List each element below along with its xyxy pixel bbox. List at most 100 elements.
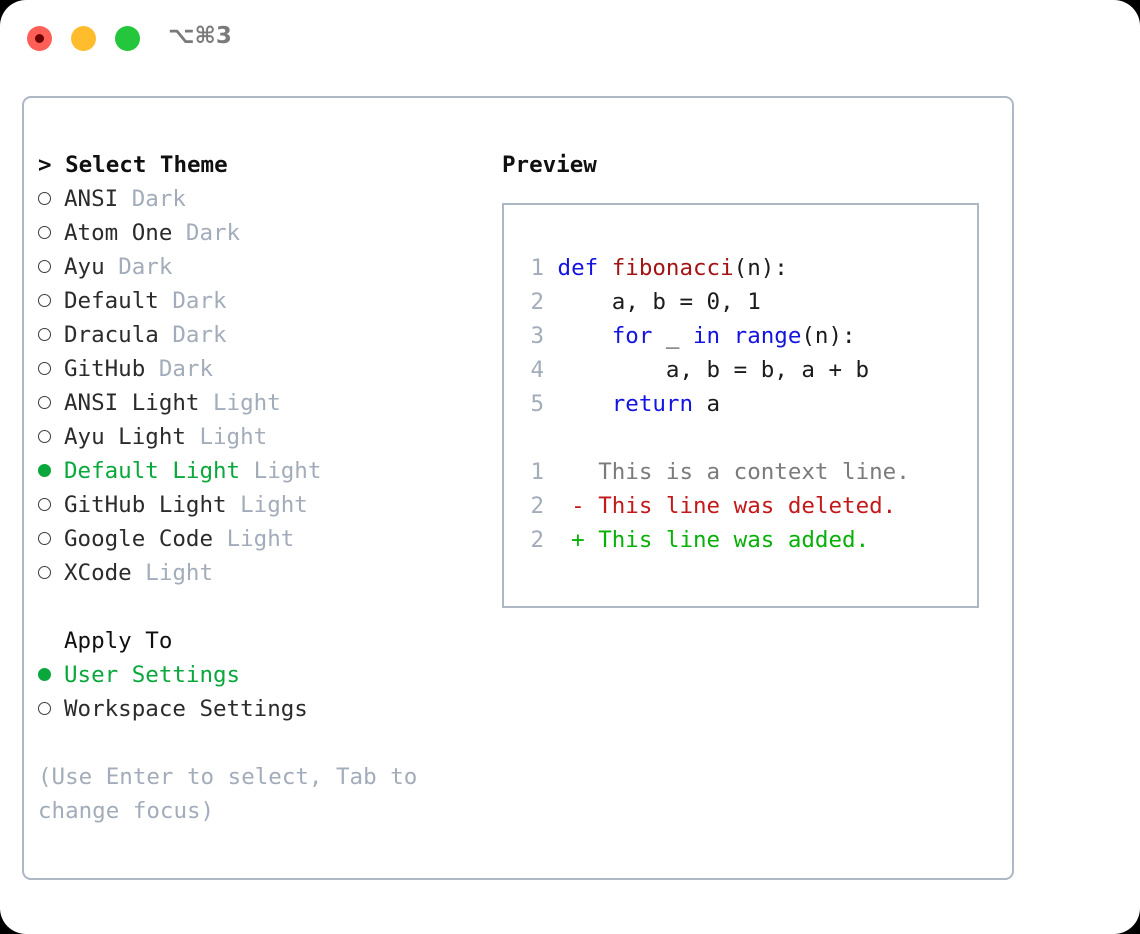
line-number: 1 [530, 459, 544, 485]
theme-name: ANSI Light [64, 390, 200, 416]
close-button[interactable] [27, 26, 52, 51]
theme-list-item[interactable]: Default Light Light [38, 454, 488, 488]
code-diff-spacer [518, 421, 971, 455]
theme-name: Google Code [64, 526, 214, 552]
radio-unselected-icon [38, 566, 51, 579]
radio-marker [38, 420, 64, 454]
theme-list-item[interactable]: GitHub Dark [38, 352, 488, 386]
radio-marker [38, 216, 64, 250]
code-token [720, 323, 734, 349]
code-line: 2 a, b = 0, 1 [518, 285, 971, 319]
diff-text: This line was added. [598, 527, 870, 553]
hint-spacer [38, 726, 488, 760]
radio-marker [38, 658, 64, 692]
theme-name: Dracula [64, 322, 159, 348]
theme-category-tag: Light [199, 424, 268, 450]
radio-unselected-icon [38, 430, 51, 443]
theme-list-item[interactable]: ANSI Dark [38, 182, 488, 216]
code-line: 1 def fibonacci(n): [518, 251, 971, 285]
theme-name: GitHub Light [64, 492, 227, 518]
radio-unselected-icon [38, 362, 51, 375]
code-token: a, b = b, a + b [557, 357, 870, 383]
code-token [558, 391, 612, 417]
code-token: return [611, 391, 694, 417]
theme-name: ANSI [64, 186, 119, 212]
radio-unselected-icon [38, 192, 51, 205]
code-token: (n): [733, 255, 788, 281]
preview-column: Preview 1 def fibonacci(n):2 a, b = 0, 1… [502, 148, 1002, 608]
code-token: in [693, 323, 721, 349]
theme-name: Ayu [64, 254, 105, 280]
theme-category-tag: Light [226, 526, 295, 552]
radio-unselected-icon [38, 498, 51, 511]
theme-name: XCode [64, 560, 132, 586]
title-bar: ⌥⌘3 [0, 0, 1140, 78]
theme-category-tag: Dark [131, 186, 186, 212]
apply-to-option[interactable]: Workspace Settings [38, 692, 488, 726]
radio-marker [38, 692, 64, 726]
theme-list-item[interactable]: ANSI Light Light [38, 386, 488, 420]
radio-unselected-icon [38, 328, 51, 341]
theme-name: Atom One [64, 220, 173, 246]
traffic-lights [27, 26, 140, 51]
line-number: 2 [530, 527, 544, 553]
radio-marker [38, 556, 64, 590]
minimize-button[interactable] [71, 26, 96, 51]
theme-list-item[interactable]: Atom One Dark [38, 216, 488, 250]
zoom-button[interactable] [115, 26, 140, 51]
theme-category-tag: Light [145, 560, 214, 586]
code-token: def [557, 255, 612, 281]
diff-line: 2 + This line was added. [518, 523, 971, 557]
theme-list-item[interactable]: GitHub Light Light [38, 488, 488, 522]
radio-unselected-icon [38, 702, 51, 715]
diff-marker: + [571, 527, 599, 553]
diff-marker: - [571, 493, 599, 519]
apply-to-heading: Apply To [64, 628, 173, 654]
theme-list-item[interactable]: Ayu Light Light [38, 420, 488, 454]
theme-list-item[interactable]: Dracula Dark [38, 318, 488, 352]
radio-marker [38, 182, 64, 216]
line-number: 1 [530, 255, 544, 281]
radio-marker [38, 522, 64, 556]
radio-selected-icon [38, 464, 51, 477]
apply-to-option-label: User Settings [64, 662, 241, 688]
theme-category-tag: Dark [185, 220, 241, 246]
radio-marker [38, 284, 64, 318]
radio-marker [38, 454, 64, 488]
code-token: (n): [801, 323, 856, 349]
radio-unselected-icon [38, 260, 51, 273]
code-line: 4 a, b = b, a + b [518, 353, 971, 387]
diff-text: This is a context line. [598, 459, 910, 485]
radio-unselected-icon [38, 294, 51, 307]
theme-name: Ayu Light [64, 424, 186, 450]
code-token: fibonacci [611, 255, 734, 281]
theme-list-item[interactable]: XCode Light [38, 556, 488, 590]
theme-category-tag: Light [253, 458, 322, 484]
line-number: 2 [530, 289, 544, 315]
theme-list-item[interactable]: Default Dark [38, 284, 488, 318]
code-token: range [733, 323, 802, 349]
line-number: 4 [530, 357, 544, 383]
code-token [558, 323, 612, 349]
radio-selected-icon [38, 668, 51, 681]
line-number: 3 [530, 323, 544, 349]
theme-list-item[interactable]: Google Code Light [38, 522, 488, 556]
theme-name: Default [64, 288, 159, 314]
theme-category-tag: Dark [158, 356, 214, 382]
code-token: a [693, 391, 721, 417]
radio-marker [38, 488, 64, 522]
radio-unselected-icon [38, 226, 51, 239]
code-token: a, b = 0, 1 [557, 289, 761, 315]
theme-name: Default Light [64, 458, 241, 484]
apply-to-option[interactable]: User Settings [38, 658, 488, 692]
theme-list-item[interactable]: Ayu Dark [38, 250, 488, 284]
radio-unselected-icon [38, 532, 51, 545]
radio-marker [38, 250, 64, 284]
radio-marker [38, 352, 64, 386]
theme-picker-heading: > Select Theme [38, 152, 228, 178]
